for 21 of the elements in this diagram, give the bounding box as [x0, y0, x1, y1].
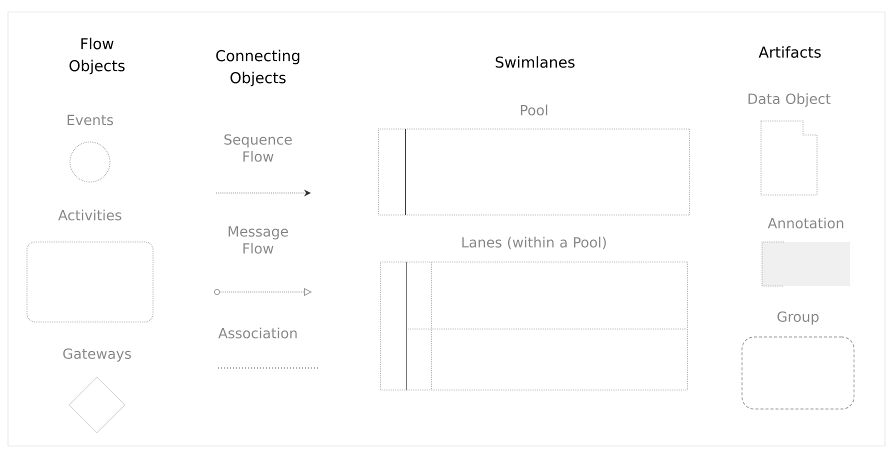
node-label: Lanes (within a Pool): [462, 236, 606, 250]
connector-label: Message Flow: [228, 226, 288, 254]
group-box: Group: [742, 311, 854, 410]
node-label: Group: [777, 311, 819, 325]
column-heading: Artifacts: [758, 46, 821, 58]
pool-drawing: Pool: [378, 104, 690, 216]
node-label: Events: [68, 114, 114, 126]
lanes-drawing: Lanes (within a Pool): [380, 236, 688, 390]
column-heading: Connecting Objects: [216, 50, 300, 86]
node-label: Pool: [520, 104, 548, 116]
annotation-drawing: Annotation: [762, 218, 850, 286]
node-label: Annotation: [768, 218, 844, 228]
data-object-drawing: Data Object: [748, 93, 831, 196]
node-label: Activities: [58, 210, 122, 220]
activity-box: Activities: [26, 210, 154, 322]
node-label: Gateways: [63, 348, 131, 362]
node-label: Data Object: [748, 93, 831, 107]
column-heading: Swimlanes: [496, 56, 575, 68]
connector-label: Association: [218, 328, 297, 338]
column-heading: Flow Objects: [70, 38, 125, 74]
connector-label: Sequence Flow: [224, 134, 292, 162]
